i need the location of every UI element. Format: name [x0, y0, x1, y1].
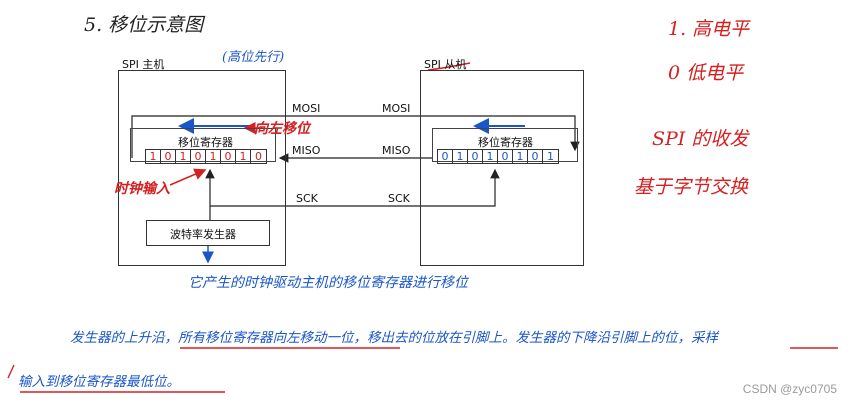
slave-bit: 0: [498, 150, 513, 163]
spi-slave-box: [420, 70, 584, 266]
miso-label-slave: MISO: [382, 144, 411, 157]
note-high-level: 1. 高电平: [668, 18, 750, 40]
slave-register-bits: 0 1 0 1 0 1 0 1: [437, 149, 559, 164]
master-bit: 1: [146, 150, 161, 163]
baud-generator-box: [146, 220, 270, 246]
diagram-heading: 5. 移位示意图: [84, 14, 204, 36]
slave-register-label: 移位寄存器: [478, 136, 533, 149]
bottom-explanation-line2: 输入到移位寄存器最低位。: [18, 374, 180, 390]
sck-label-master: SCK: [296, 192, 318, 205]
slave-bit: 0: [468, 150, 483, 163]
bottom-red-bracket: [7, 364, 15, 379]
spi-master-box: [118, 70, 286, 266]
miso-label-master: MISO: [292, 144, 321, 157]
note-spi-transfer: SPI 的收发: [652, 128, 749, 150]
slave-register-frame: [432, 128, 578, 162]
shift-left-annotation: 向左移位: [254, 121, 310, 137]
spi-slave-title: SPI 从机: [424, 58, 467, 71]
clock-input-annotation: 时钟输入: [114, 181, 170, 197]
msb-first-annotation: (高位先行): [222, 50, 285, 65]
master-register-label: 移位寄存器: [178, 136, 233, 149]
slave-bit: 0: [528, 150, 543, 163]
slave-title-red-underline: [427, 62, 471, 71]
slave-bit: 1: [453, 150, 468, 163]
master-bit: 0: [161, 150, 176, 163]
slave-bit: 1: [547, 150, 554, 163]
generator-note: 它产生的时钟驱动主机的移位寄存器进行移位: [188, 275, 468, 291]
mosi-label-master: MOSI: [292, 102, 321, 115]
master-bit: 0: [191, 150, 206, 163]
sck-line-slave: [210, 168, 500, 207]
spi-master-title: SPI 主机: [122, 58, 165, 71]
master-bit: 0: [221, 150, 236, 163]
bottom-explanation-line1: 发生器的上升沿，所有移位寄存器向左移动一位，移出去的位放在引脚上。发生器的下降沿…: [70, 330, 718, 346]
master-bit: 1: [176, 150, 191, 163]
slave-bit: 1: [483, 150, 498, 163]
master-bit: 1: [236, 150, 251, 163]
baud-generator-label: 波特率发生器: [170, 228, 236, 241]
slave-bit: 1: [513, 150, 528, 163]
master-register-bits: 1 0 1 0 1 0 1 0: [145, 149, 267, 164]
mosi-label-slave: MOSI: [382, 102, 411, 115]
master-register-frame: [130, 128, 276, 162]
note-byte-exchange: 基于字节交换: [634, 176, 749, 198]
note-low-level: 0 低电平: [668, 62, 744, 84]
mosi-line: [131, 115, 580, 158]
master-bit: 1: [206, 150, 221, 163]
master-bit: 0: [255, 150, 262, 163]
sck-label-slave: SCK: [388, 192, 410, 205]
clock-input-red-arrow: [169, 168, 207, 186]
watermark: CSDN @zyc0705: [742, 382, 837, 396]
slave-bit: 0: [438, 150, 453, 163]
